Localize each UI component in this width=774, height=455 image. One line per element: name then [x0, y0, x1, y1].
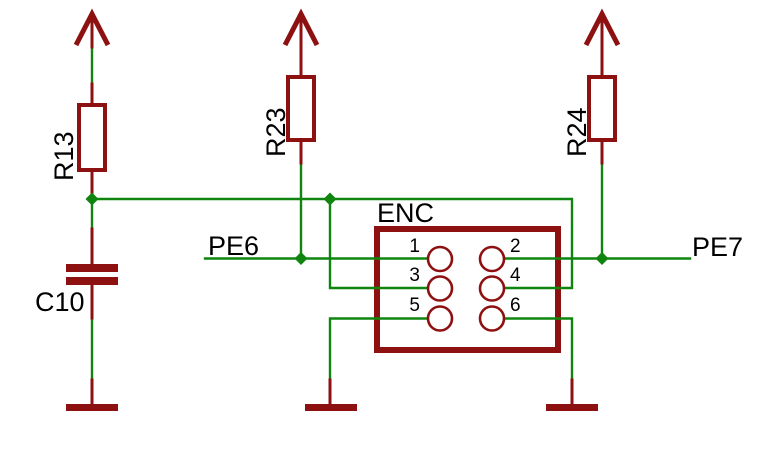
- enc-pad-6: [478, 305, 506, 332]
- gnd-symbol-mid-icon: [305, 404, 357, 411]
- junction-r23-pe6: [294, 252, 308, 265]
- resistor-r13-body: [77, 103, 107, 172]
- vcc-arrow-left-icon: [73, 8, 111, 47]
- wire-rail-to-pin3: [328, 197, 431, 290]
- enc-pad-5: [426, 305, 454, 332]
- net-label-pe7: PE7: [692, 232, 743, 262]
- enc-pin-number-3: 3: [409, 265, 420, 286]
- enc-pin-number-4: 4: [510, 265, 521, 286]
- wire-pin6-to-gnd: [501, 317, 574, 382]
- enc-pin-number-6: 6: [510, 295, 521, 316]
- junction-rail-pin3: [323, 192, 337, 206]
- enc-pad-4: [478, 275, 506, 302]
- enc-pad-1: [426, 245, 454, 273]
- resistor-r23-body: [286, 75, 316, 142]
- junction-dots: [85, 192, 609, 265]
- wire-pin5-to-gnd: [328, 317, 431, 382]
- net-label-pe6: PE6: [208, 231, 259, 261]
- label-r23: R23: [261, 107, 291, 157]
- junction-r24-pe7: [595, 252, 609, 265]
- enc-pad-3: [426, 275, 454, 302]
- label-enc: ENC: [377, 198, 434, 228]
- connector-enc-body: [374, 226, 561, 353]
- c10-plate-bottom: [66, 277, 118, 285]
- vcc-arrow-mid-icon: [282, 8, 320, 47]
- connector-enc-pads: [426, 245, 506, 332]
- label-r24: R24: [562, 107, 592, 157]
- gnd-symbol-right-icon: [546, 404, 598, 411]
- net-gnd: [90, 316, 574, 382]
- enc-pin-number-1: 1: [409, 236, 420, 257]
- vcc-arrow-right-icon: [583, 8, 621, 47]
- gnd-symbol-left-icon: [66, 404, 118, 411]
- component-pins: [90, 14, 604, 408]
- enc-pad-2: [478, 245, 506, 273]
- enc-pin-number-2: 2: [510, 236, 521, 257]
- net-pe6: [203, 161, 431, 260]
- junction-r13-rail: [85, 192, 99, 206]
- c10-plate-top: [66, 264, 118, 272]
- enc-pin-number-5: 5: [409, 295, 420, 316]
- capacitor-c10-symbol: [66, 264, 118, 285]
- label-r13: R13: [49, 131, 79, 181]
- resistor-r24-body: [587, 75, 617, 142]
- label-c10: C10: [35, 287, 85, 317]
